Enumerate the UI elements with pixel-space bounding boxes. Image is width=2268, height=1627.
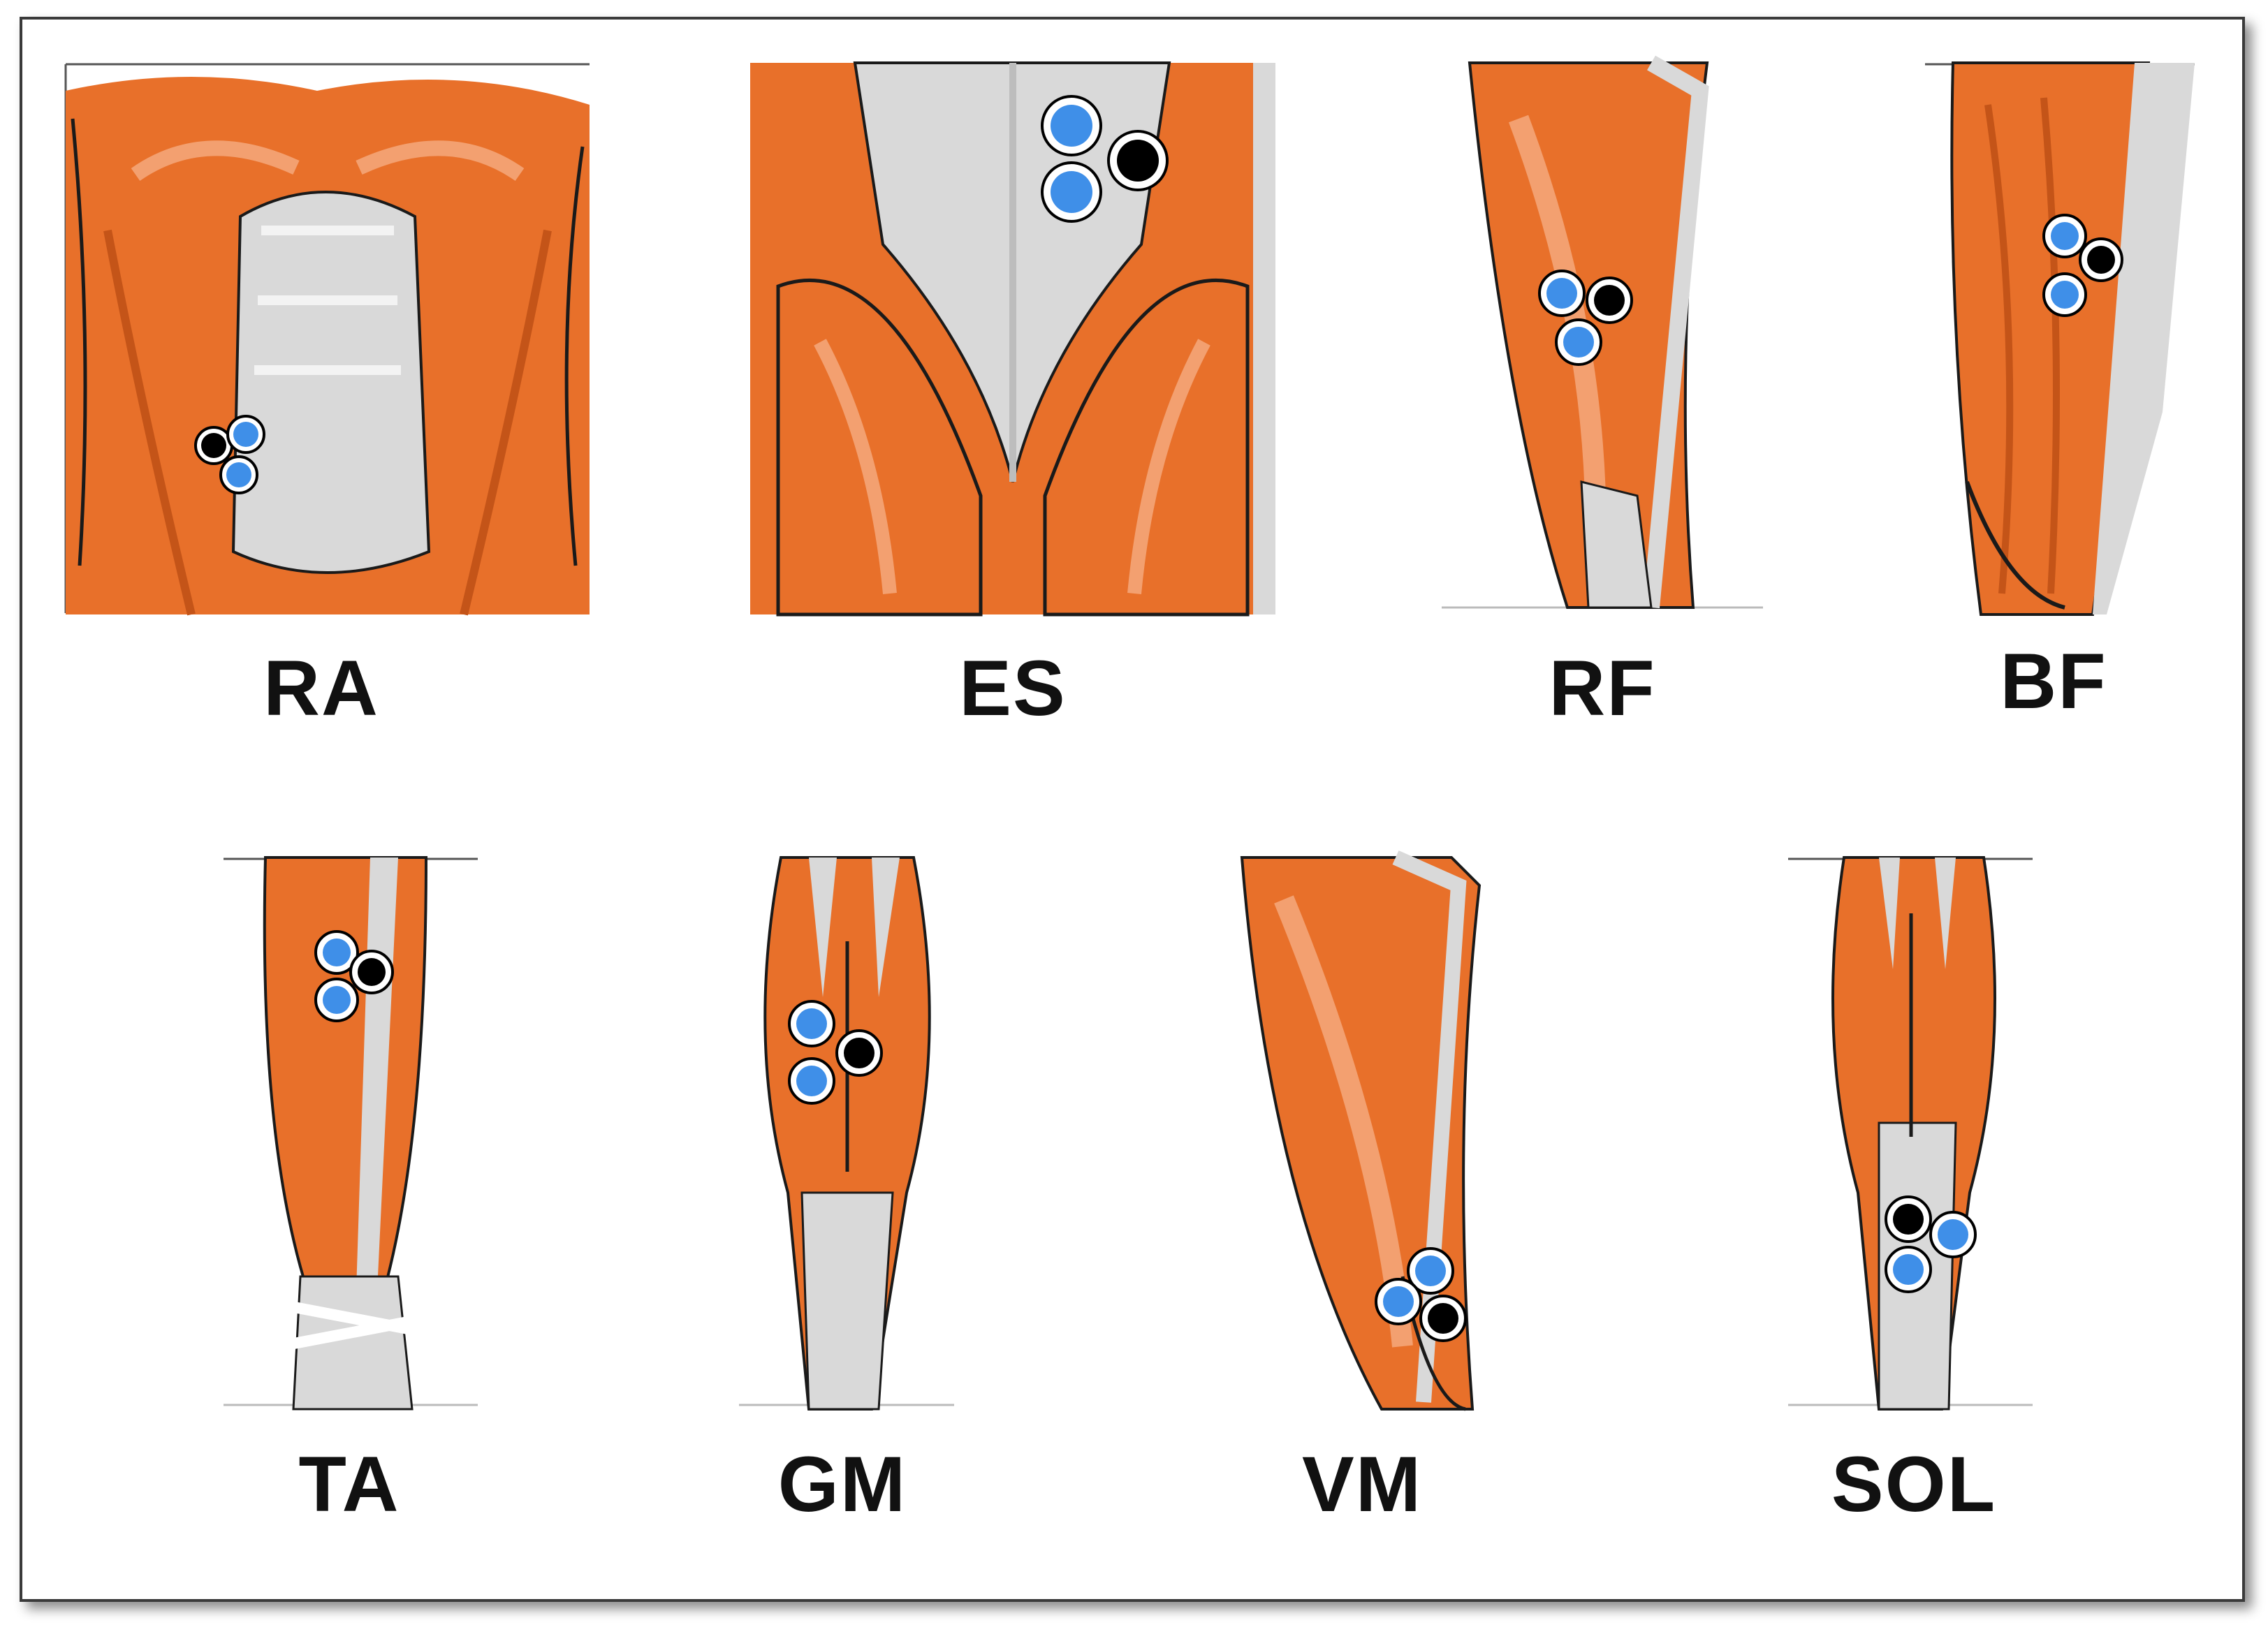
panel-ta — [224, 856, 478, 1411]
rf-illustration — [1442, 55, 1763, 609]
label-bf: BF — [2000, 638, 2107, 725]
vm-electrodes — [1375, 1247, 1467, 1342]
panel-gm — [739, 856, 954, 1411]
panel-bf — [1925, 61, 2195, 616]
label-gm: GM — [777, 1441, 907, 1528]
vm-illustration — [1240, 850, 1481, 1411]
sol-illustration — [1788, 856, 2033, 1411]
ra-illustration — [64, 63, 590, 616]
label-ta: TA — [298, 1441, 400, 1528]
panel-rf — [1442, 55, 1763, 614]
label-ra: RA — [263, 645, 379, 732]
label-es: ES — [959, 645, 1067, 732]
label-sol: SOL — [1831, 1441, 1997, 1528]
rf-electrodes — [1538, 270, 1633, 366]
ta-illustration — [224, 856, 478, 1411]
bf-illustration — [1925, 61, 2195, 616]
panel-ra — [64, 63, 590, 616]
gm-electrodes — [788, 1000, 883, 1105]
es-illustration — [750, 61, 1275, 617]
sol-electrodes — [1885, 1195, 1977, 1293]
label-rf: RF — [1549, 645, 1656, 732]
bf-electrodes — [2042, 214, 2123, 317]
panel-es — [750, 61, 1275, 617]
ra-electrodes — [194, 415, 265, 494]
panel-sol — [1788, 856, 2033, 1411]
es-electrodes — [1041, 95, 1169, 223]
panel-vm — [1240, 850, 1486, 1411]
gm-illustration — [739, 856, 954, 1411]
label-vm: VM — [1302, 1441, 1422, 1528]
ta-electrodes — [314, 930, 394, 1022]
